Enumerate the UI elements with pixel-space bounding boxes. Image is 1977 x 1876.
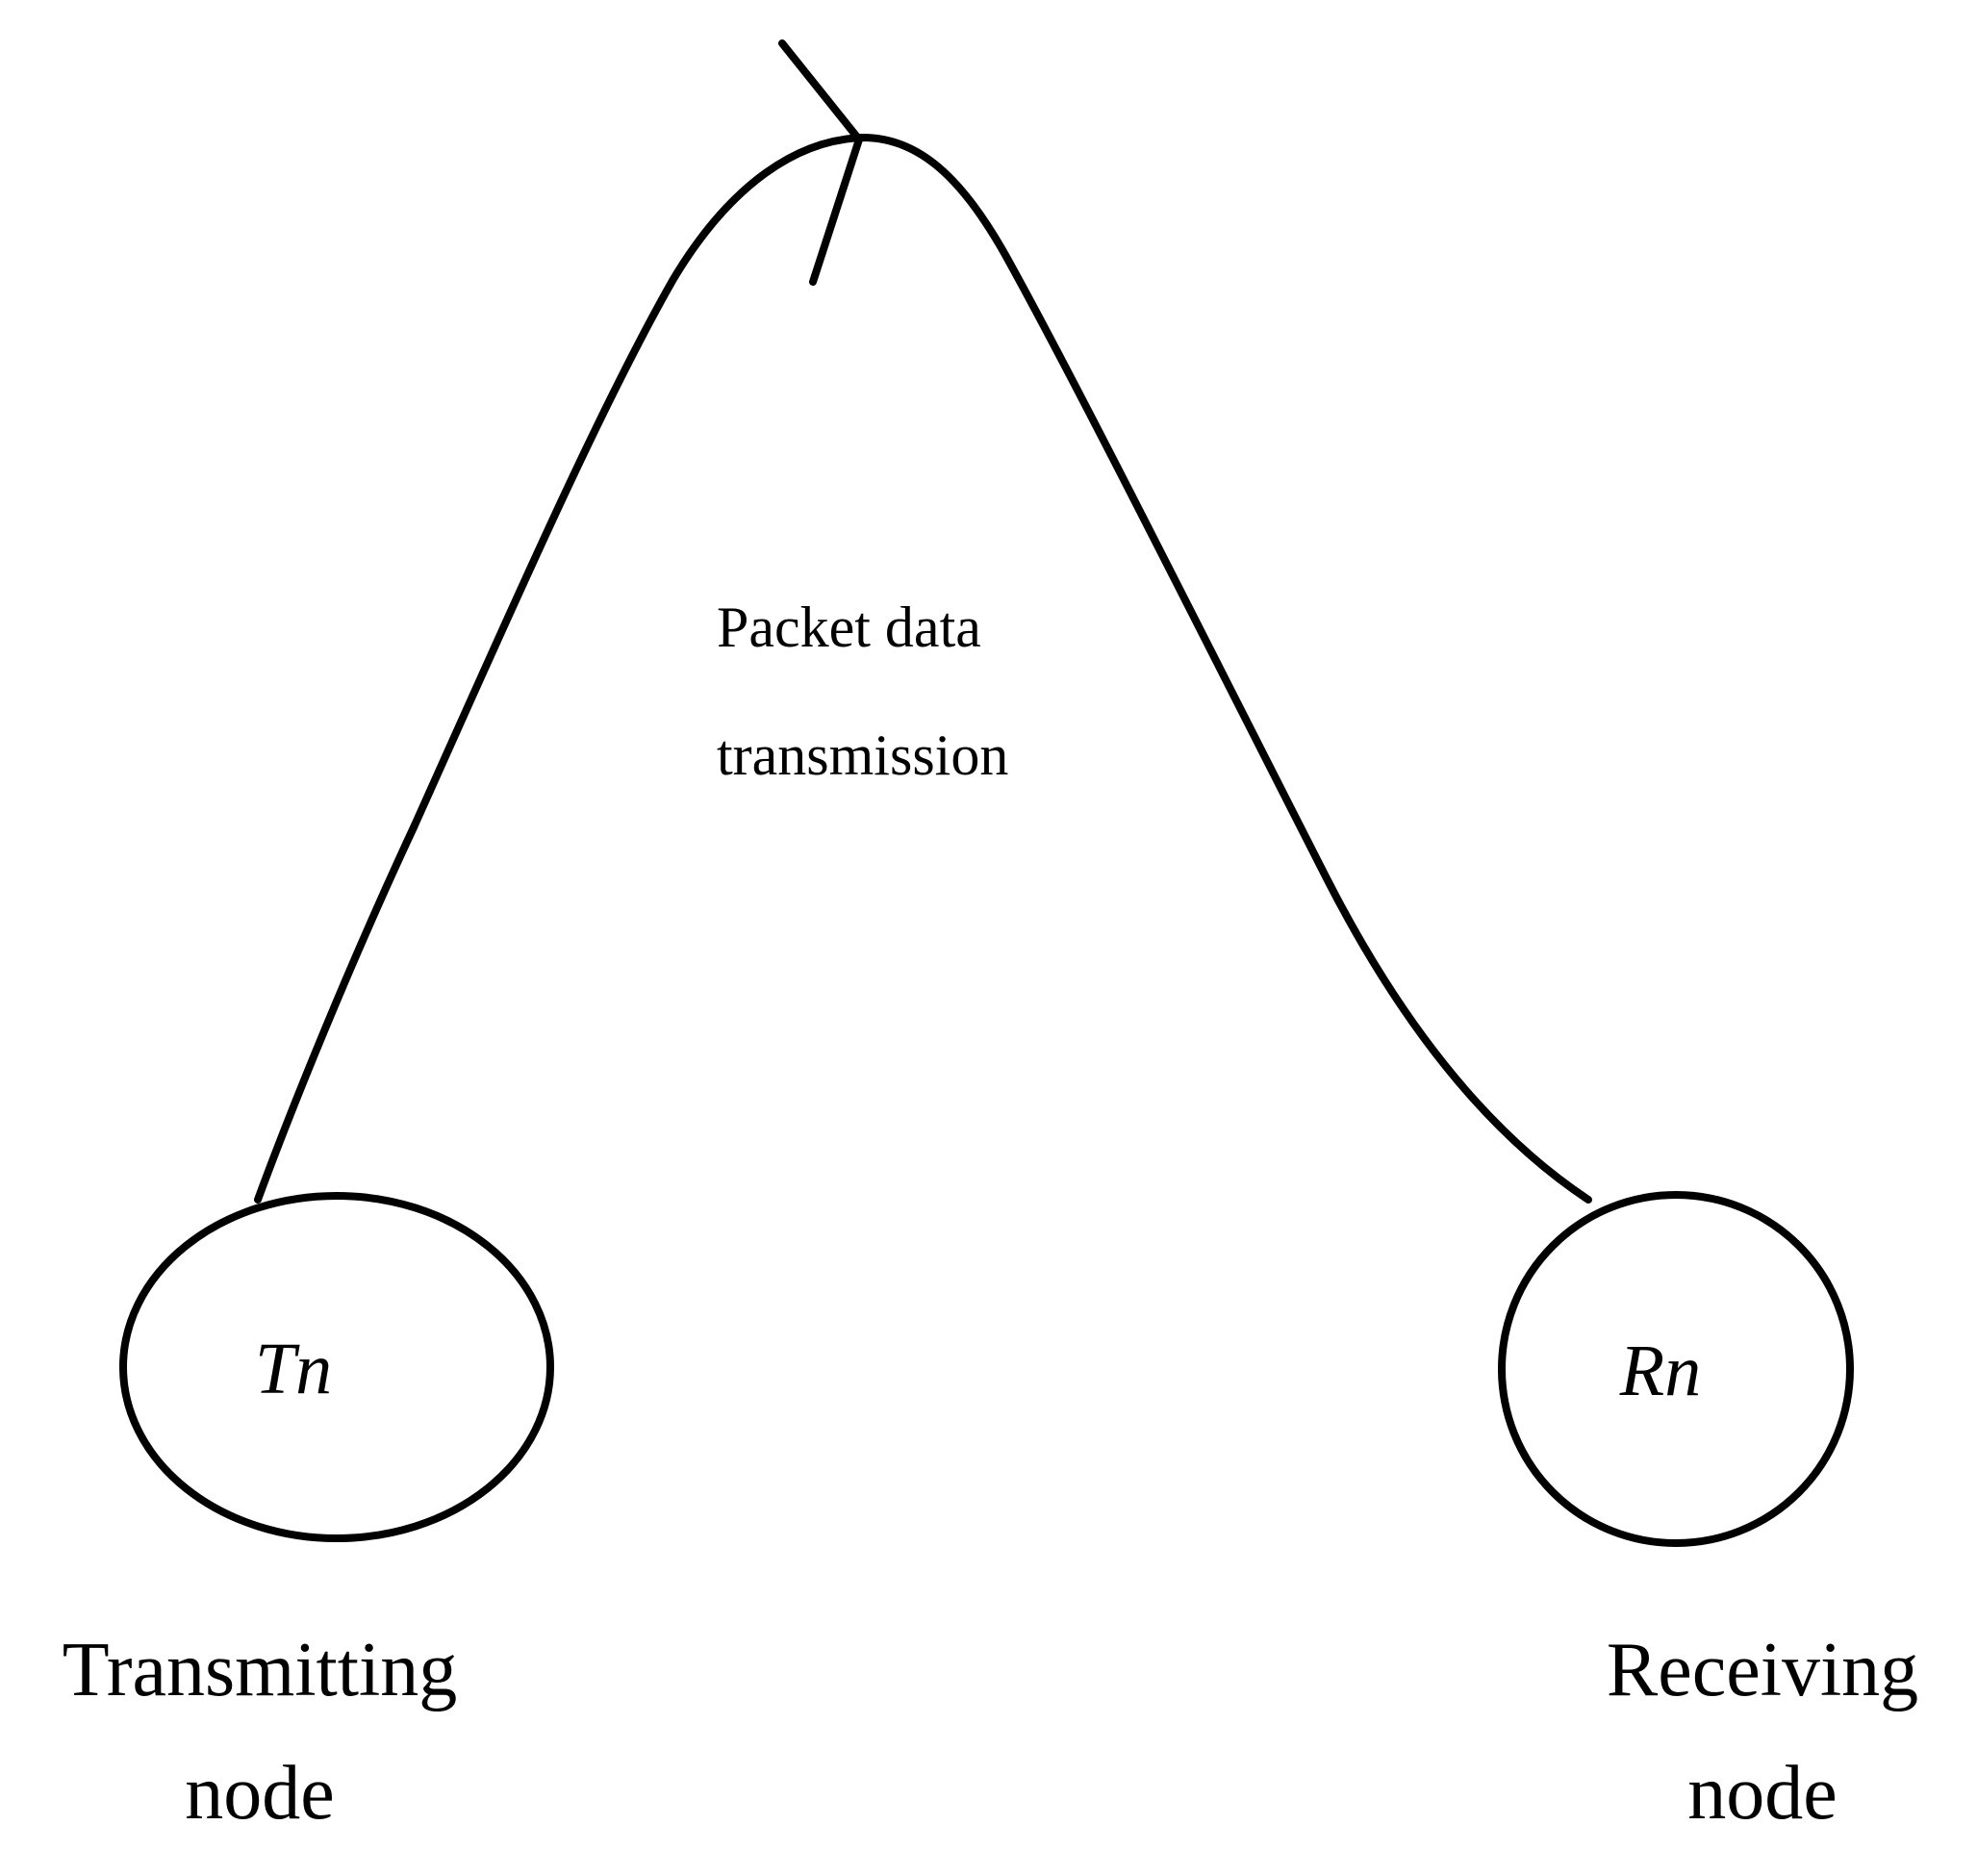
receiving-node-shape[interactable] [1498, 1191, 1854, 1547]
receiving-node-caption-line2: node [1687, 1751, 1838, 1836]
transmitting-node-shape[interactable] [119, 1192, 554, 1542]
edge-label-line2: transmission [717, 723, 1008, 787]
edge-label-line1: Packet data [717, 596, 981, 659]
packet-data-arc [254, 134, 1592, 1204]
transmitting-node-caption-line1: Transmitting [63, 1628, 457, 1712]
transmitting-node-inner-label: Tn [255, 1329, 332, 1409]
receiving-node-caption-line1: Receiving [1607, 1628, 1918, 1712]
transmitting-node-caption-line2: node [185, 1751, 335, 1836]
receiving-node-inner-label: Rn [1619, 1331, 1701, 1411]
transmission-slash-icon [778, 39, 863, 286]
